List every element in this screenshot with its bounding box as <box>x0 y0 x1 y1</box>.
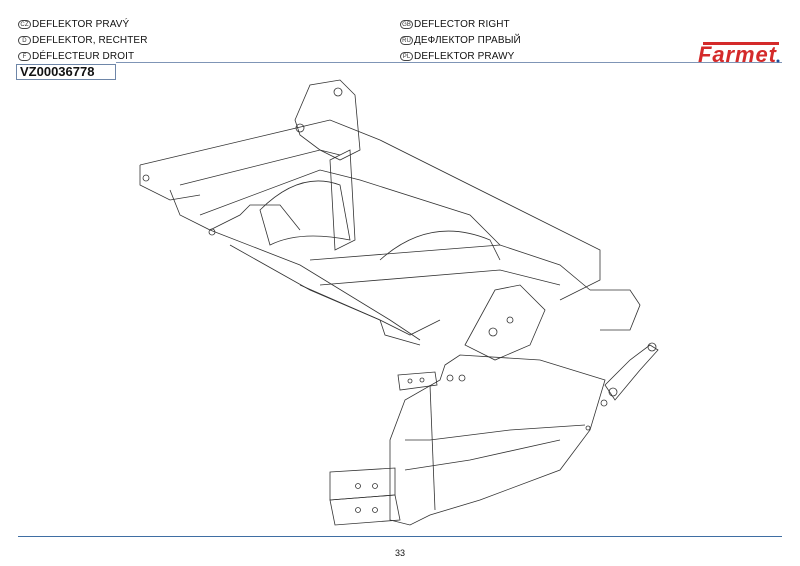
title-text: DEFLEKTOR PRAWY <box>414 50 515 62</box>
rubber-strip-lower <box>329 494 401 526</box>
side-arm <box>169 189 301 231</box>
frame-right-end <box>590 289 641 331</box>
mount-tab <box>397 371 438 391</box>
lang-flag-d: D <box>18 35 31 45</box>
page-number: 33 <box>394 548 405 558</box>
deflector-sheet <box>389 354 606 526</box>
title-text: DÉFLECTEUR DROIT <box>32 50 135 62</box>
adjust-linkage <box>604 344 659 401</box>
title-text: ДЕФЛЕКТОР ПРАВЫЙ <box>414 34 521 46</box>
title-text: DEFLEKTOR, RECHTER <box>32 34 148 46</box>
hinge-bracket <box>464 284 546 361</box>
lang-flag-f: F <box>18 51 31 61</box>
header-divider <box>116 62 782 63</box>
title-text: DEFLECTOR RIGHT <box>414 18 510 30</box>
mount-plate <box>294 79 361 161</box>
lang-flag-ru: RU <box>400 35 413 45</box>
rubber-strip-upper <box>329 467 396 501</box>
lang-flag-cz: CZ <box>18 19 31 29</box>
frame-upper-beam <box>139 119 601 301</box>
svg-text:Farmet: Farmet <box>698 42 778 66</box>
footer-divider <box>18 536 782 537</box>
part-code: VZ00036778 <box>16 64 116 80</box>
lang-flag-pl: PL <box>400 51 413 61</box>
farmet-logo: Farmet <box>698 42 780 66</box>
rotor-drum <box>259 180 351 246</box>
lang-flag-gb: GB <box>400 19 413 29</box>
title-text: DEFLEKTOR PRAVÝ <box>32 18 130 30</box>
frame-crossbar <box>199 169 501 246</box>
